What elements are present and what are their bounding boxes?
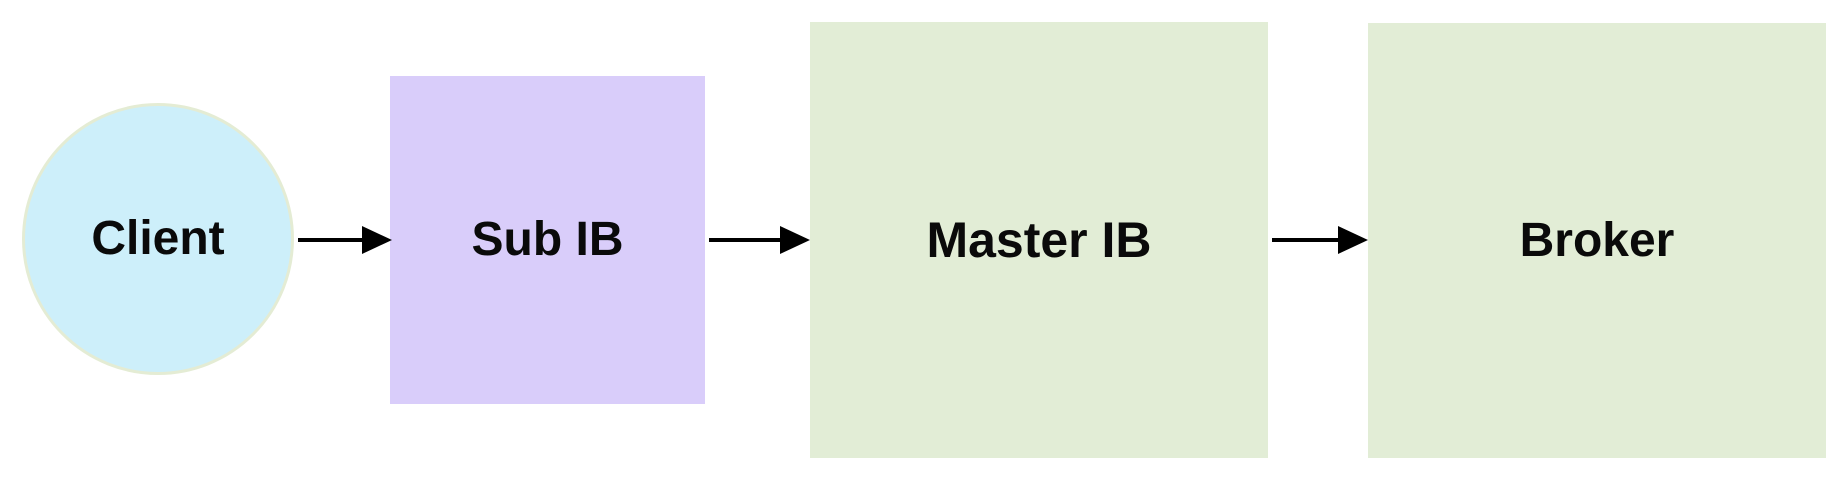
broker-node: Broker <box>1368 23 1826 458</box>
arrow-master-ib-to-broker <box>1272 226 1368 254</box>
client-label: Client <box>91 212 225 265</box>
master-ib-label: Master IB <box>926 212 1152 268</box>
arrow-client-to-sub-ib <box>298 226 392 254</box>
arrow-sub-ib-to-master-ib <box>709 226 810 254</box>
broker-label: Broker <box>1519 213 1675 267</box>
master-ib-node: Master IB <box>810 22 1268 458</box>
client-node: Client <box>22 103 294 375</box>
sub-ib-label: Sub IB <box>471 213 624 266</box>
sub-ib-node: Sub IB <box>390 76 705 404</box>
